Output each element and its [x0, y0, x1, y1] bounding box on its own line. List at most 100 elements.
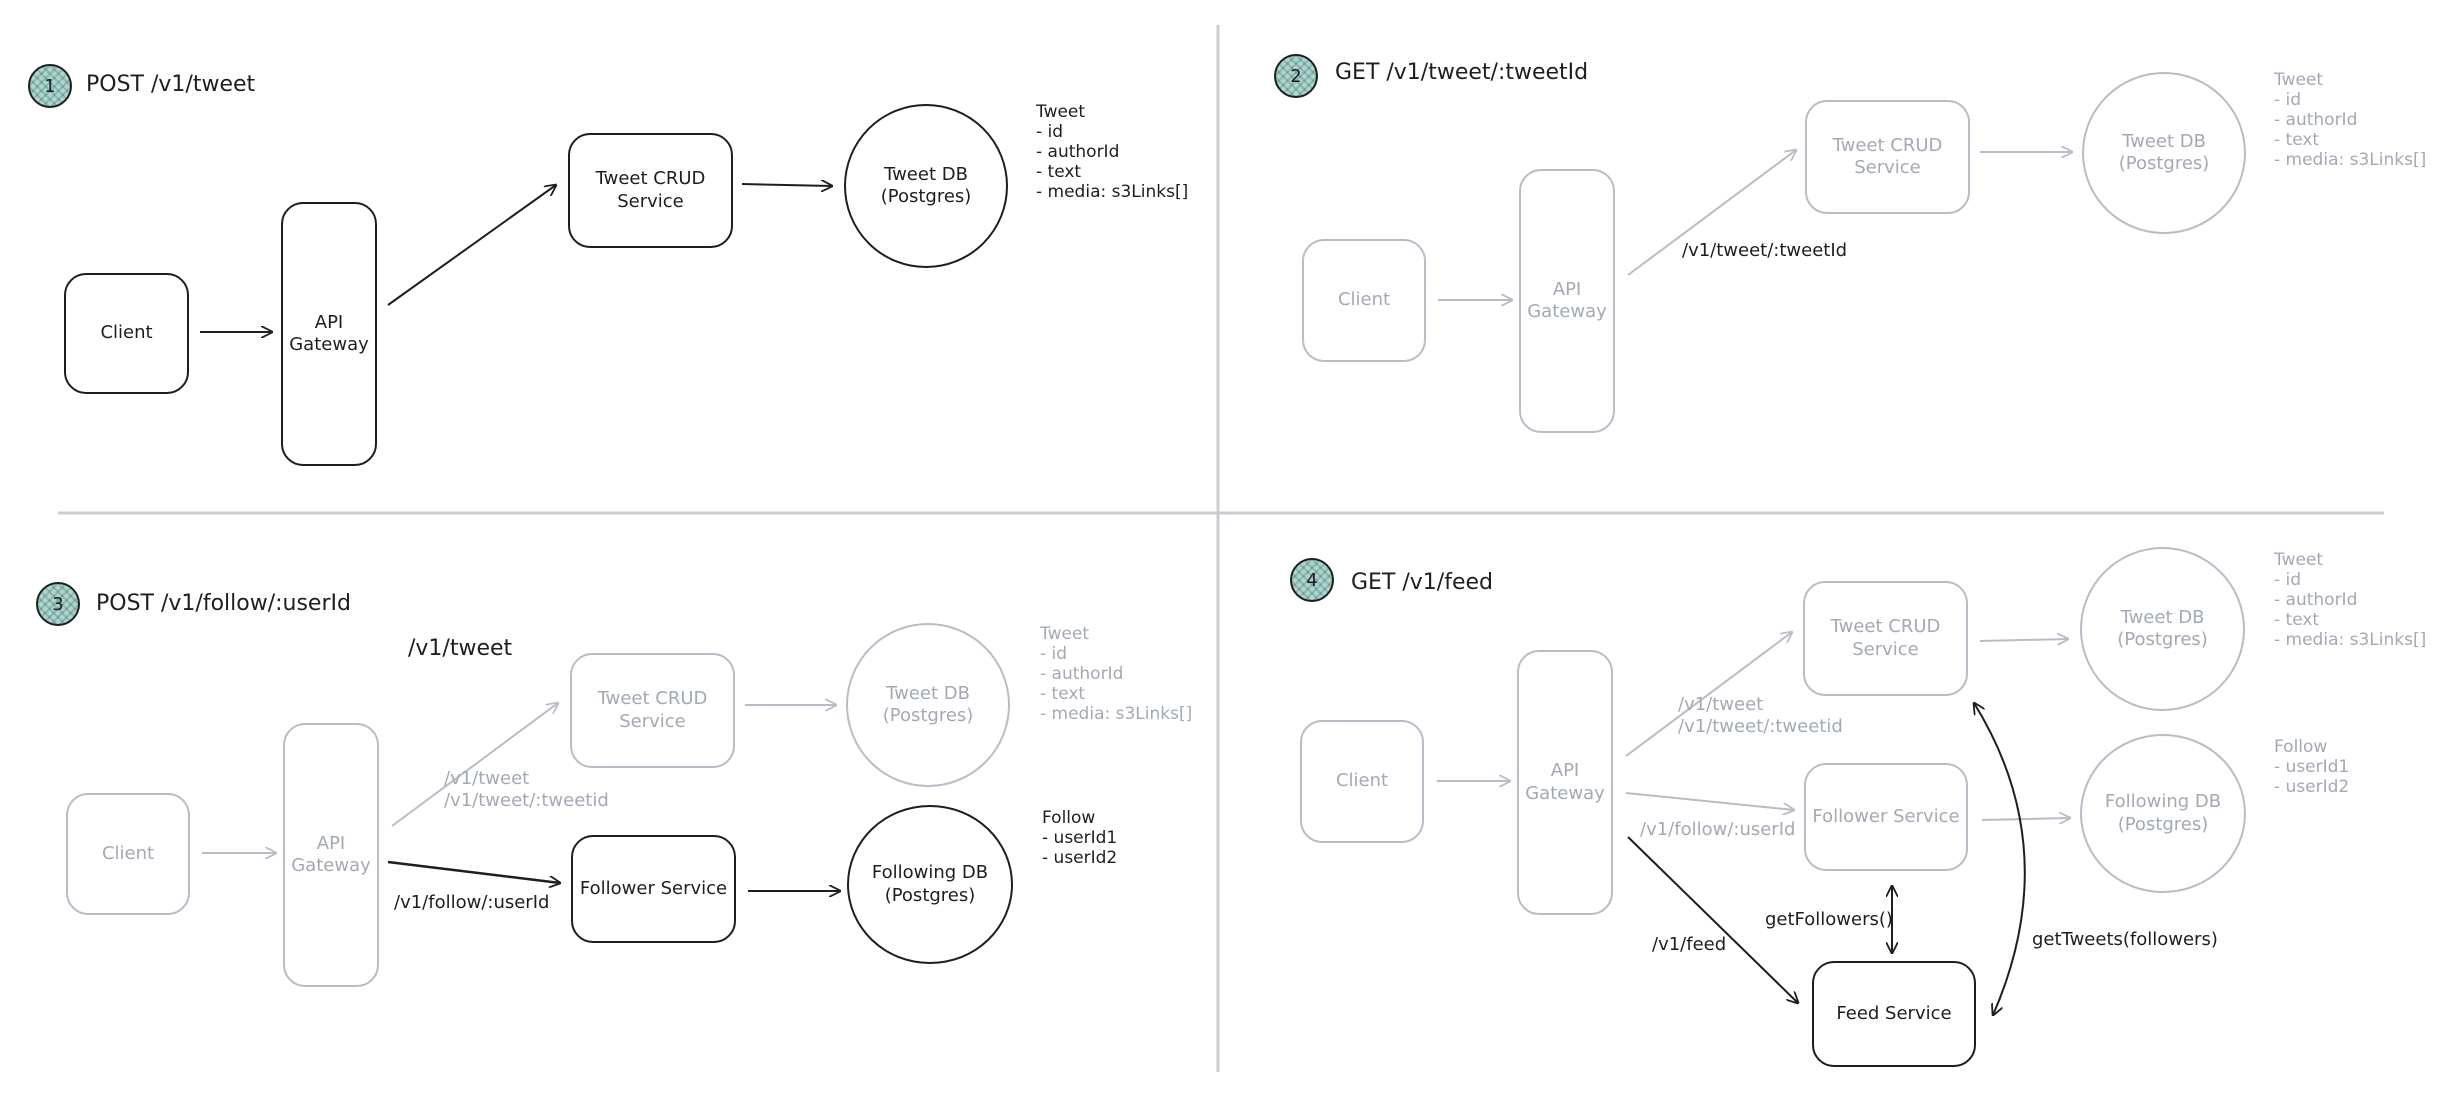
p2-route-label: /v1/tweet/:tweetId: [1682, 240, 1848, 261]
p2-tweet-db-label: Tweet DB (Postgres): [2118, 130, 2210, 175]
p2-client-label: Client: [1337, 289, 1391, 311]
schema-line: Tweet: [2274, 550, 2324, 570]
p4-follower-service-box: Follower Service: [1804, 763, 1968, 871]
p3-follower-service-box: Follower Service: [571, 835, 736, 943]
p1-tweet-schema: Tweet - id - authorId - text - media: s3…: [1036, 102, 1188, 202]
p3-tweet-db-circle: Tweet DB (Postgres): [846, 623, 1010, 787]
schema-line: - id: [1040, 644, 1068, 664]
p2-arrow-gateway-service: [1627, 150, 1796, 276]
p2-tweet-service-box: Tweet CRUD Service: [1805, 100, 1970, 214]
p2-gateway-box: API Gateway: [1519, 169, 1615, 433]
p4-arrow-gateway-follower-service: [1625, 792, 1794, 810]
p2-tweet-db-circle: Tweet DB (Postgres): [2082, 72, 2246, 234]
p4-arrow-follower-service-db: [1981, 818, 2070, 820]
schema-line: Tweet: [1040, 624, 1090, 644]
schema-line: - media: s3Links[]: [1036, 182, 1189, 202]
p2-step-badge: 2: [1274, 54, 1318, 98]
schema-line: - media: s3Links[]: [2274, 150, 2427, 170]
p4-arrow-gateway-tweet-service: [1625, 632, 1792, 757]
p4-feed-service-box: Feed Service: [1812, 961, 1976, 1067]
schema-line: Tweet: [1036, 102, 1086, 122]
p4-gateway-box: API Gateway: [1517, 650, 1613, 915]
p3-tweet-service-box: Tweet CRUD Service: [570, 653, 735, 768]
p3-tweet-schema: Tweet - id - authorId - text - media: s3…: [1040, 624, 1192, 724]
schema-line: - id: [1036, 122, 1064, 142]
p4-client-label: Client: [1335, 770, 1389, 792]
p4-follow-schema: Follow - userId1 - userId2: [2274, 737, 2349, 797]
schema-line: - media: s3Links[]: [2274, 630, 2427, 650]
p1-tweet-service-box: Tweet CRUD Service: [568, 133, 733, 248]
p3-client-label: Client: [101, 842, 155, 864]
p1-tweet-db-circle: Tweet DB (Postgres): [844, 104, 1008, 268]
p4-tweet-db-circle: Tweet DB (Postgres): [2080, 547, 2245, 711]
schema-line: - text: [2274, 130, 2320, 150]
p4-route-tweet-label: /v1/tweet /v1/tweet/:tweetid: [1678, 694, 1843, 737]
schema-line: - userId2: [2274, 777, 2350, 797]
p3-following-db-circle: Following DB (Postgres): [847, 805, 1013, 964]
p3-arrow-gateway-follower-service: [387, 860, 560, 883]
schema-line: - id: [2274, 570, 2302, 590]
p3-gateway-label: API Gateway: [291, 832, 371, 877]
p3-tweet-service-label: Tweet CRUD Service: [597, 688, 708, 732]
p4-route-follow-label: /v1/follow/:userId: [1640, 819, 1796, 840]
p4-tweet-service-box: Tweet CRUD Service: [1803, 581, 1968, 696]
p4-arrow-gateway-feed-service: [1627, 836, 1798, 1003]
p1-step-badge: 1: [28, 64, 72, 108]
p2-tweet-service-label: Tweet CRUD Service: [1832, 134, 1943, 179]
p1-tweet-db-label: Tweet DB (Postgres): [880, 163, 972, 208]
p3-route-tweet-label: /v1/tweet /v1/tweet/:tweetid: [444, 768, 609, 811]
p2-tweet-schema: Tweet - id - authorId - text - media: s3…: [2274, 70, 2426, 170]
p1-gateway-box: API Gateway: [281, 202, 377, 466]
p4-gateway-label: API Gateway: [1525, 760, 1605, 804]
p4-route-feed-label: /v1/feed: [1652, 934, 1727, 955]
p2-gateway-label: API Gateway: [1527, 278, 1607, 323]
p3-tweet-db-label: Tweet DB (Postgres): [882, 682, 974, 727]
p3-title: POST /v1/follow/:userId: [96, 591, 351, 616]
p2-title: GET /v1/tweet/:tweetId: [1335, 60, 1589, 85]
p4-get-tweets-label: getTweets(followers): [2032, 929, 2218, 950]
schema-line: - text: [1040, 684, 1086, 704]
schema-line: - authorId: [2274, 110, 2358, 130]
p1-client-box: Client: [64, 273, 189, 394]
p1-tweet-service-label: Tweet CRUD Service: [595, 168, 706, 212]
p3-step-badge: 3: [36, 582, 80, 626]
schema-line: Follow: [1042, 808, 1096, 828]
p3-client-box: Client: [66, 793, 190, 915]
p4-arrow-tweet-service-db: [1979, 639, 2068, 641]
p4-follower-service-label: Follower Service: [1812, 805, 1960, 827]
p4-following-db-label: Following DB (Postgres): [2104, 791, 2222, 835]
p3-gateway-box: API Gateway: [283, 723, 379, 987]
p1-gateway-label: API Gateway: [289, 311, 369, 356]
p4-title: GET /v1/feed: [1351, 570, 1494, 595]
p4-feed-service-label: Feed Service: [1836, 1002, 1952, 1024]
p4-tweet-schema: Tweet - id - authorId - text - media: s3…: [2274, 550, 2426, 650]
schema-line: - userId2: [1042, 848, 1118, 868]
schema-line: - authorId: [1040, 664, 1124, 684]
schema-line: - userId1: [2274, 757, 2350, 777]
p3-arrow-gateway-tweet-service: [391, 703, 558, 827]
p1-title: POST /v1/tweet: [86, 72, 256, 97]
p3-follow-schema: Follow - userId1 - userId2: [1042, 808, 1117, 868]
p4-step-badge: 4: [1290, 558, 1334, 602]
schema-line: - text: [1036, 162, 1082, 182]
p4-tweet-service-label: Tweet CRUD Service: [1830, 616, 1941, 660]
schema-line: - userId1: [1042, 828, 1118, 848]
p3-follower-service-label: Follower Service: [579, 877, 728, 899]
schema-line: - authorId: [1036, 142, 1120, 162]
schema-line: - text: [2274, 610, 2320, 630]
schema-line: Follow: [2274, 737, 2328, 757]
schema-line: - authorId: [2274, 590, 2358, 610]
p4-get-followers-label: getFollowers(): [1765, 909, 1893, 930]
p3-floating-label: /v1/tweet: [408, 636, 513, 661]
p3-route-follow-label: /v1/follow/:userId: [394, 892, 550, 913]
p1-arrow-gateway-service: [387, 185, 556, 306]
p1-client-label: Client: [100, 322, 153, 344]
p4-following-db-circle: Following DB (Postgres): [2080, 734, 2246, 893]
schema-line: Tweet: [2274, 70, 2324, 90]
p1-arrow-service-db: [741, 184, 832, 186]
p4-client-box: Client: [1300, 720, 1424, 843]
p4-arrow-feed-tweet-curve: [1974, 703, 2026, 1015]
schema-line: - media: s3Links[]: [1040, 704, 1193, 724]
schema-line: - id: [2274, 90, 2302, 110]
